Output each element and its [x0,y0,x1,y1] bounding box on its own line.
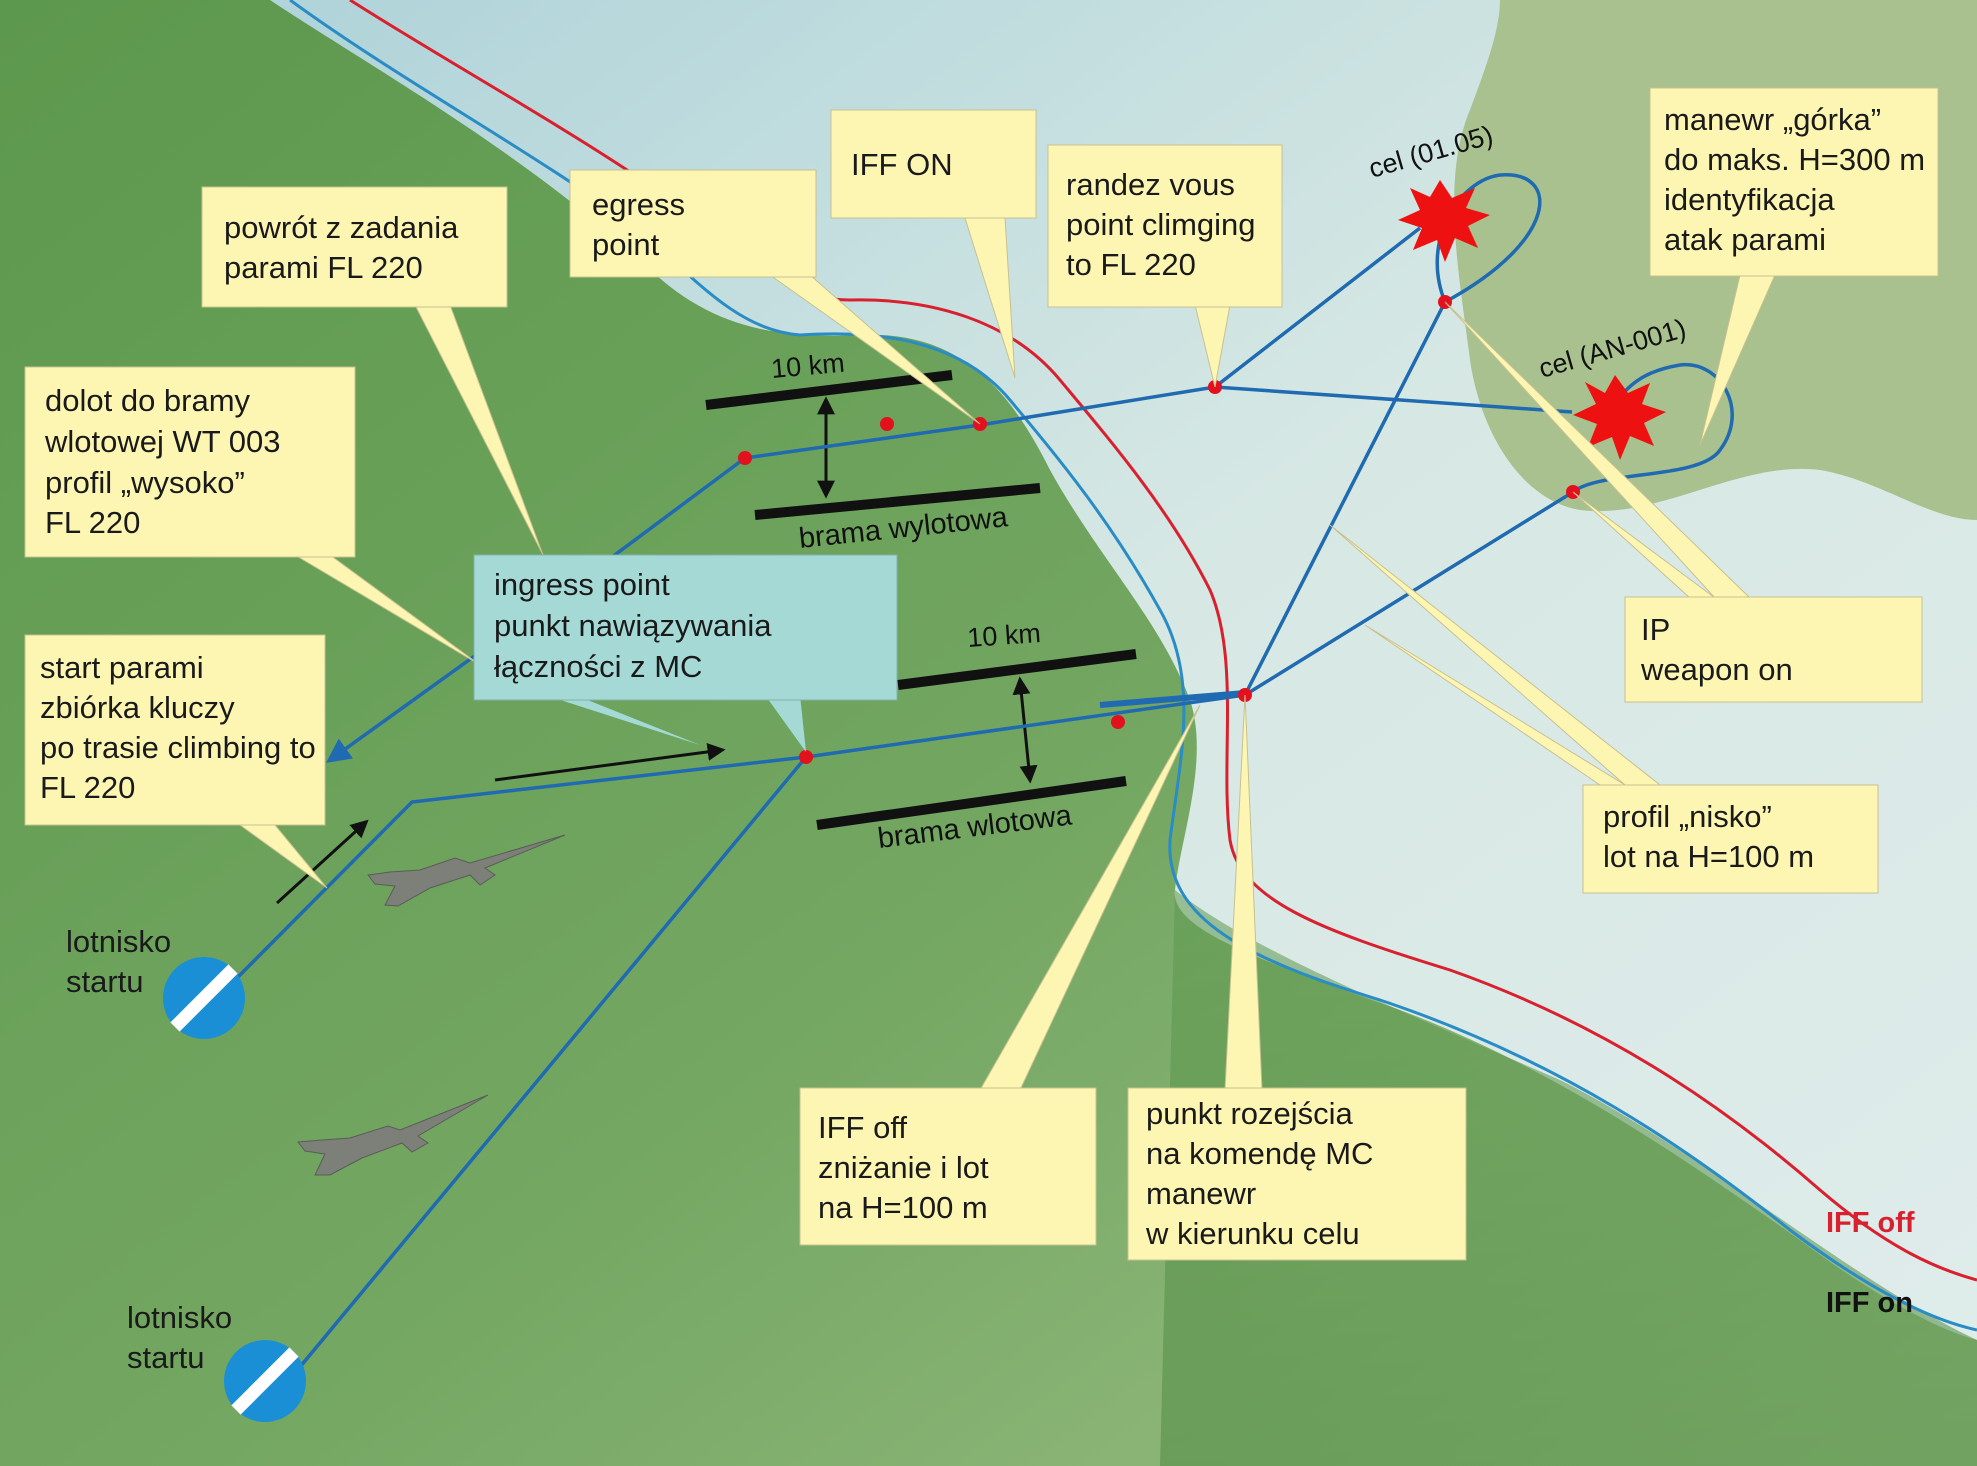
svg-text:IFF ON: IFF ON [851,147,953,182]
airfield-2-icon [224,1340,306,1422]
callout-randez-line: point climging [1066,207,1256,242]
callout-nisko-line: profil „nisko” [1603,799,1772,834]
callout-gorka-line: do maks. H=300 m [1664,142,1925,177]
airfield-1-label-line: lotnisko [66,924,171,959]
target2-loop [1571,363,1734,494]
airfield-2-label-line: lotnisko [127,1300,232,1335]
pointer-ingress-b [545,695,700,745]
callout-ip-line: weapon on [1640,652,1793,687]
callout-start-line: FL 220 [40,770,135,805]
route-to-target1 [1243,301,1447,696]
target-1-burst [1398,180,1490,262]
callout-nisko: profil „nisko” lot na H=100 m [1582,784,1879,894]
callout-iff-on-line: IFF ON [851,147,953,182]
callout-iff-off: IFF off zniżanie i lot na H=100 m [799,1087,1097,1246]
callout-ip-line: IP [1641,612,1670,647]
callout-dolot-line: profil „wysoko” [45,465,245,500]
callout-start: start parami zbiórka kluczy po trasie clim… [24,634,326,826]
callout-randez-line: to FL 220 [1066,247,1196,282]
callout-nisko-line: lot na H=100 m [1603,839,1814,874]
callout-ingress-line: łączności z MC [494,649,702,684]
callout-egress-line: point [592,227,660,262]
waypoint-entry-mid [1111,715,1125,729]
callout-start-line: po trasie climbing to [40,730,316,765]
route-airfield2 [283,755,808,1387]
waypoint-gate-exit-mid [880,417,894,431]
airfield-1-label: lotnisko startu [66,924,171,999]
callout-dolot-line: FL 220 [45,505,140,540]
entry-gate [816,649,1137,830]
callout-randez: randez vous point climging to FL 220 [1047,144,1283,308]
callout-iff-on: IFF ON [830,109,1037,219]
callout-ip: IP weapon on [1624,596,1923,703]
callout-gorka-line: manewr „górka” [1664,102,1881,137]
airfield-2-label: lotnisko startu [127,1300,232,1375]
route-return [744,385,1573,460]
aircraft-2 [297,1094,489,1176]
callout-egress-line: egress [592,187,685,222]
callout-randez-line: randez vous [1066,167,1235,202]
callout-rozejscia-line: manewr [1146,1176,1256,1211]
callout-rozejscia: punkt rozejścia na komendę MC manewr w kier… [1127,1087,1467,1261]
callout-iff-off-line: na H=100 m [818,1190,988,1225]
route-rv-to-target [1213,226,1422,389]
callout-dolot-line: dolot do bramy [45,383,251,418]
svg-text:profil „nisko”lot na H=100 m: profil „nisko” lot na H=100 m [1603,799,1814,874]
callout-rozejscia-line: na komendę MC [1146,1136,1373,1171]
callout-iff-off-line: IFF off [818,1110,907,1145]
callout-ingress-line: punkt nawiązywania [494,608,772,643]
waypoint-gate-exit-west [738,451,752,465]
callout-gorka-line: atak parami [1664,222,1826,257]
route-outbound [233,693,1246,982]
callout-iff-off-line: zniżanie i lot [818,1150,989,1185]
callout-gorka-line: identyfikacja [1664,182,1835,217]
airfield-1-label-line: startu [66,964,144,999]
pointer-ingress [765,695,806,752]
gate-entry-distance: 10 km [966,618,1041,653]
airfield-2-label-line: startu [127,1340,205,1375]
callout-dolot-line: wlotowej WT 003 [44,424,280,459]
callout-powrot-line: powrót z zadania [224,210,459,245]
callout-dolot: dolot do bramy wlotowej WT 003 profil „wys… [24,366,356,558]
callout-start-line: zbiórka kluczy [40,690,235,725]
aircraft-1 [367,834,566,907]
callout-rozejscia-line: punkt rozejścia [1146,1096,1354,1131]
coastal-land-lower [1160,890,1977,1466]
callout-ingress-line: ingress point [494,567,670,602]
callout-gorka: manewr „górka” do maks. H=300 m identyfika… [1649,87,1939,277]
airfield-1-icon [163,957,245,1039]
callout-rozejscia-line: w kierunku celu [1145,1216,1360,1251]
route-entry-thick [1099,690,1246,708]
callout-powrot: powrót z zadania parami FL 220 [201,186,508,308]
callout-powrot-line: parami FL 220 [224,250,423,285]
target-2-burst [1573,375,1666,460]
svg-text:manewr „górka”do maks. H=300 m: manewr „górka” do maks. H=300 m identyfika… [1664,102,1925,257]
direction-arrow-takeoff [275,819,369,905]
callout-ingress: ingress point punkt nawiązywania łączności… [473,554,898,701]
callout-egress: egress point [569,169,817,278]
waypoint-ingress [799,750,813,764]
legend-iff-on: IFF on [1826,1287,1913,1319]
direction-arrow-ingress [494,742,726,782]
gate-exit-distance: 10 km [770,348,846,384]
legend-iff-off: IFF off [1826,1207,1915,1239]
callout-start-line: start parami [40,650,204,685]
